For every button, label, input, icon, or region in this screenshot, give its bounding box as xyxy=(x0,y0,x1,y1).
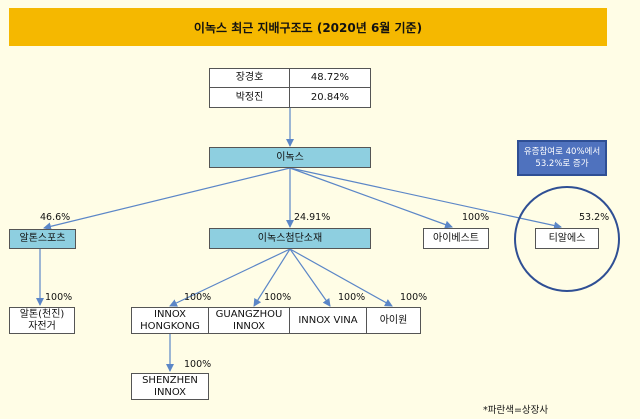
pct-innox-hongkong: 100% xyxy=(184,292,212,303)
company-shenzhen-innox: SHENZHEN INNOX xyxy=(131,373,209,400)
shareholder-pct-1: 48.72% xyxy=(289,68,371,88)
pct-ibest: 100% xyxy=(462,212,490,223)
pct-tial-s: 53.2% xyxy=(579,212,610,223)
pct-innox-vina: 100% xyxy=(338,292,366,303)
pct-innox-advanced: 24.91% xyxy=(294,212,331,223)
company-tial-s: 티알에스 xyxy=(535,228,599,249)
arrow-innox-to-alton xyxy=(43,167,291,231)
legend-note: *파란색=상장사 xyxy=(483,405,549,416)
company-alton-sports: 알톤스포츠 xyxy=(9,229,76,249)
arrow-innox-to-ibest xyxy=(289,167,453,229)
company-alton-tianjin: 알톤(천진) 자전거 xyxy=(9,307,75,334)
shareholder-name-2: 박정진 xyxy=(209,87,290,108)
arrow-advanced-to-guangzhou xyxy=(253,248,291,307)
chart-title: 이녹스 최근 지배구조도 (2020년 6월 기준) xyxy=(9,8,607,46)
company-innox: 이녹스 xyxy=(209,147,371,168)
highlight-circle xyxy=(514,186,620,292)
pct-alton-sports: 46.6% xyxy=(40,212,71,223)
company-innox-hongkong: INNOX HONGKONG xyxy=(131,307,209,334)
shareholder-pct-2: 20.84% xyxy=(289,87,371,108)
company-ibest: 아이베스트 xyxy=(423,228,489,249)
arrow-innox-to-tials xyxy=(289,167,562,230)
note-box: 유증참여로 40%에서 53.2%로 증가 xyxy=(517,140,607,176)
company-innox-advanced: 이녹스첨단소재 xyxy=(209,228,371,249)
pct-guangzhou-innox: 100% xyxy=(264,292,292,303)
arrow-advanced-to-aione xyxy=(289,248,393,307)
company-innox-vina: INNOX VINA xyxy=(289,307,367,334)
shareholder-name-1: 장경호 xyxy=(209,68,290,88)
pct-aione: 100% xyxy=(400,292,428,303)
company-guangzhou-innox: GUANGZHOU INNOX xyxy=(208,307,290,334)
arrow-advanced-to-vina xyxy=(289,248,331,307)
pct-shenzhen-innox: 100% xyxy=(184,359,212,370)
company-aione: 아이원 xyxy=(366,307,421,334)
arrow-advanced-to-hongkong xyxy=(169,248,291,307)
pct-alton-tianjin: 100% xyxy=(45,292,73,303)
